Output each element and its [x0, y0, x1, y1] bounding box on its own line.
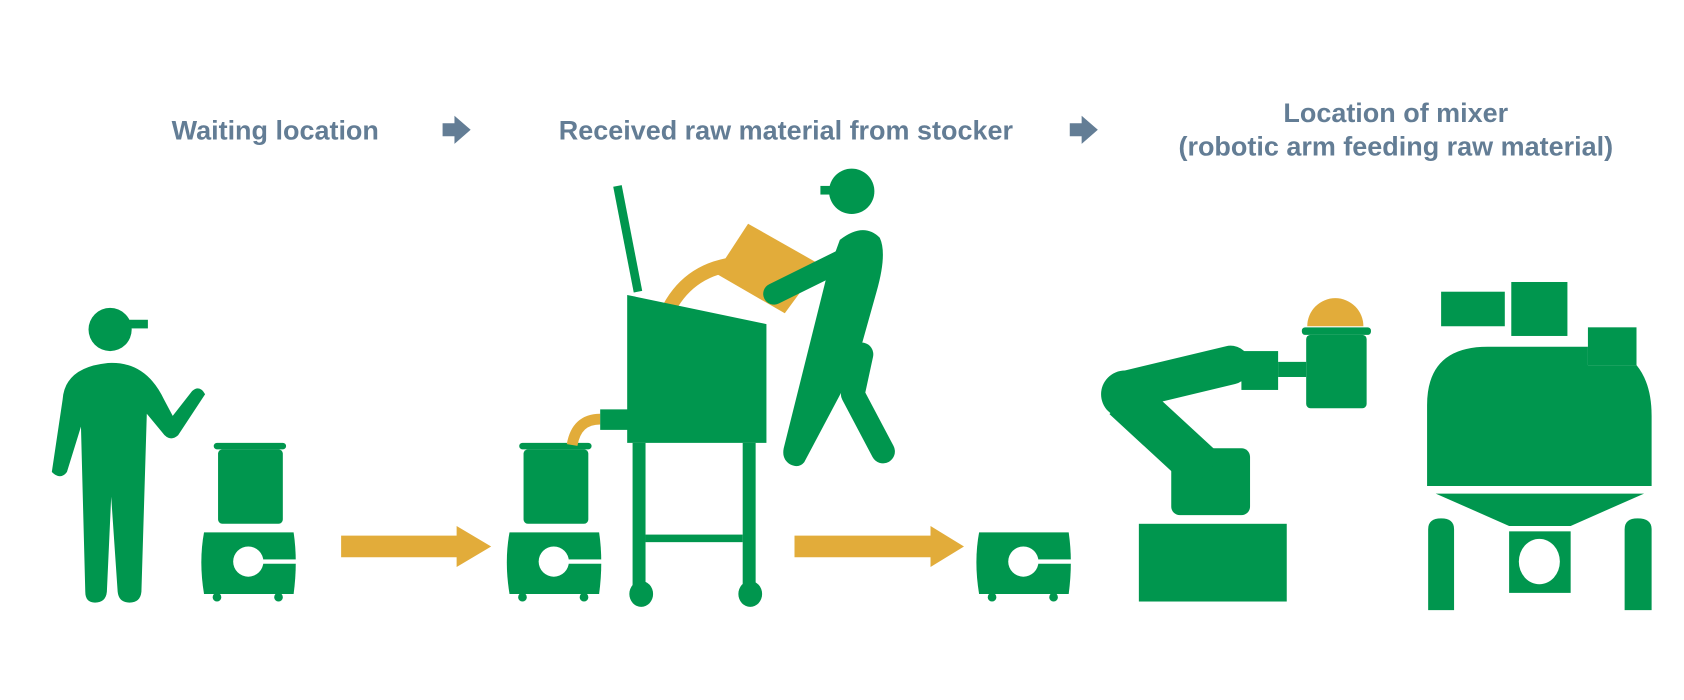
agv-cart-icon	[976, 532, 1074, 602]
label-mixer-location: Location of mixer	[1283, 98, 1508, 128]
flow-arrow-icon	[341, 525, 492, 567]
step-arrow-icon	[1069, 115, 1098, 144]
worker-loading-material-icon	[715, 168, 895, 467]
step-arrow-icon	[442, 115, 471, 144]
agv-cart-with-bucket-icon	[506, 442, 604, 602]
waiting-worker-icon	[51, 307, 206, 603]
label-mixer-subtitle: (robotic arm feeding raw material)	[1178, 132, 1613, 162]
robotic-arm-icon	[1101, 298, 1371, 602]
mixer-icon	[1427, 281, 1652, 611]
agv-cart-with-bucket-icon	[201, 442, 298, 602]
flow-arrow-icon	[794, 525, 964, 567]
label-received-raw-material: Received raw material from stocker	[559, 116, 1014, 146]
label-waiting-location: Waiting location	[172, 116, 379, 146]
stocker-hopper-icon	[566, 185, 767, 607]
